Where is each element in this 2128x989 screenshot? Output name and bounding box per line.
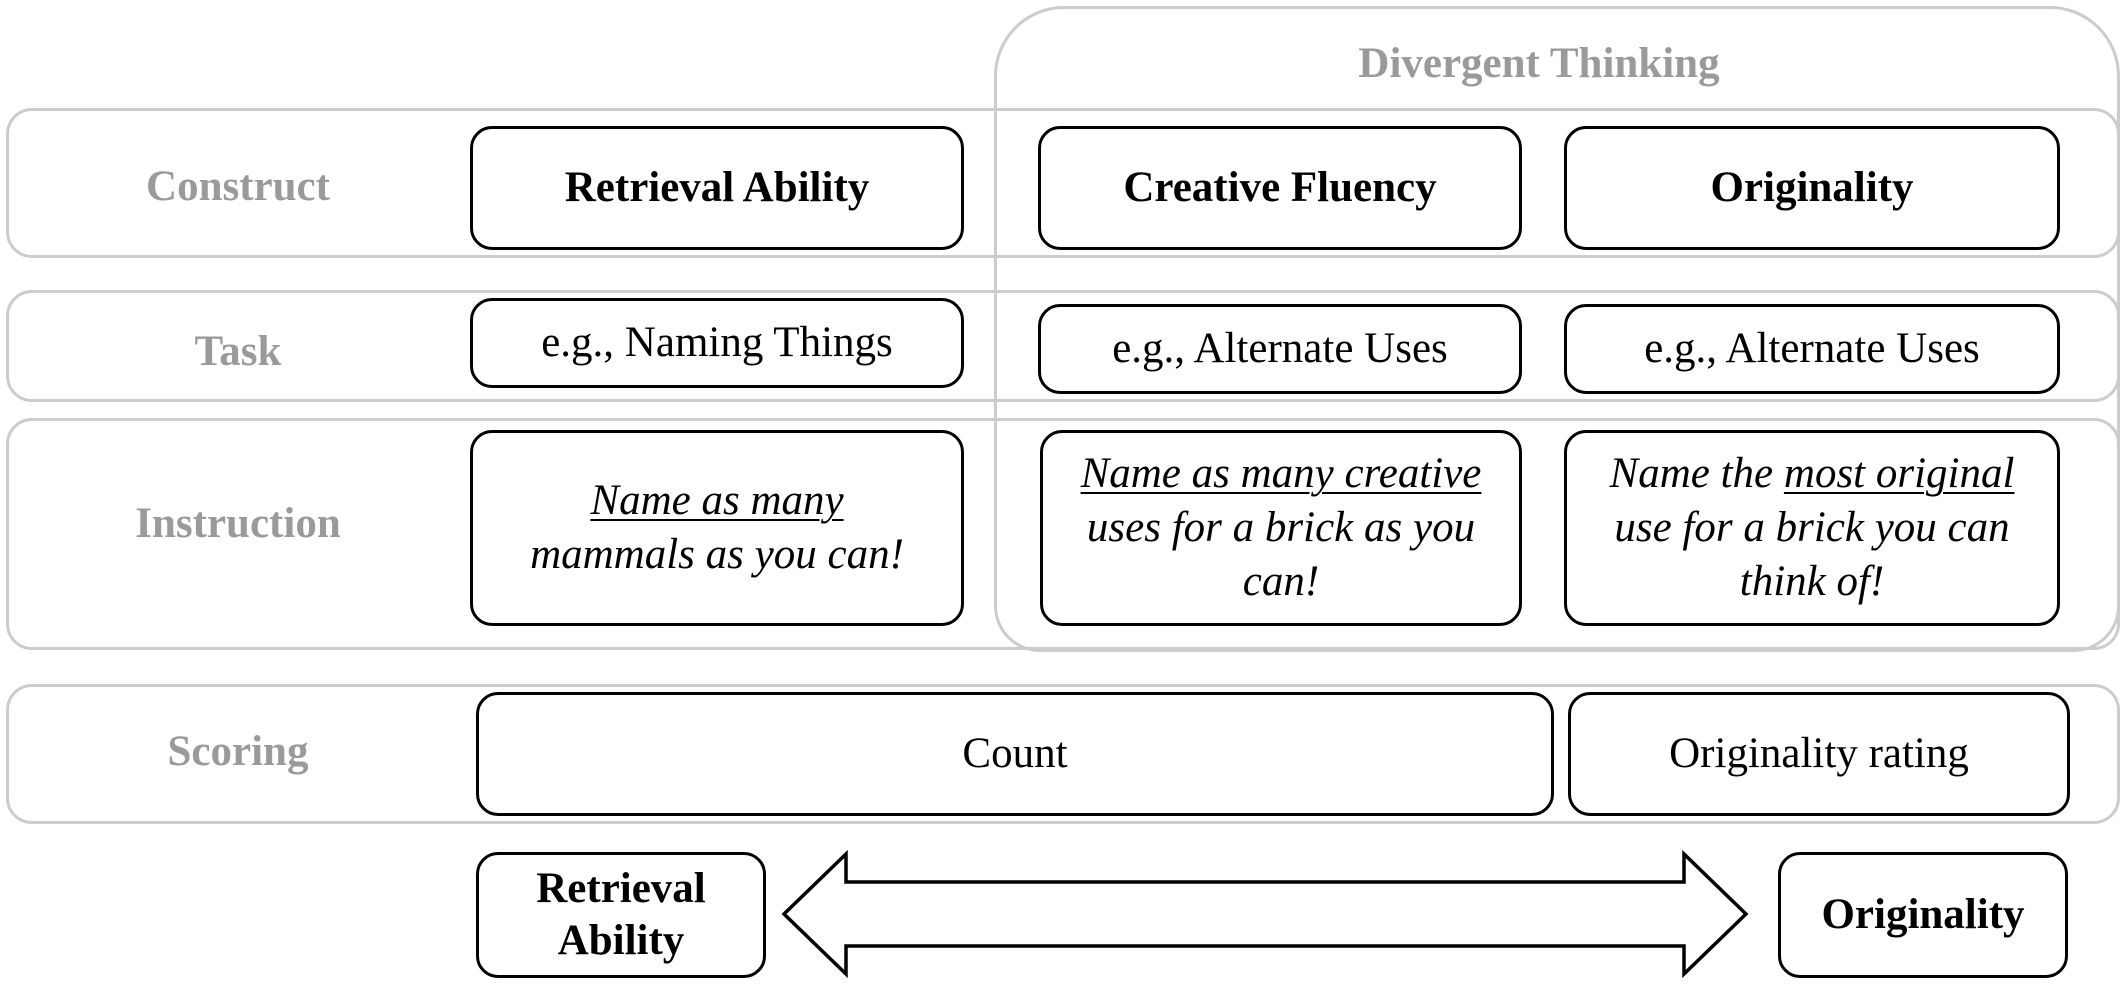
scoring-originality-rating-box: Originality rating xyxy=(1568,692,2070,816)
instruction-retrieval-underlined: Name as many xyxy=(590,477,844,525)
scoring-label: Scoring xyxy=(167,728,309,775)
task-naming-things-box: e.g., Naming Things xyxy=(470,298,964,388)
instruction-retrieval-rest: mammals as you can! xyxy=(530,531,904,578)
instruction-fluency-underlined: Name as many creative xyxy=(1080,450,1482,498)
task-label: Task xyxy=(194,328,282,375)
instruction-originality-box: Name the most original use for a brick y… xyxy=(1564,430,2060,626)
continuum-retrieval-ability-text: Retrieval Ability xyxy=(536,865,706,964)
instruction-originality-text: Name the most original use for a brick y… xyxy=(1581,447,2043,608)
instruction-originality-rest: use for a brick you can think of! xyxy=(1614,504,2010,605)
double-arrow-icon xyxy=(781,850,1749,978)
task-alternate-uses-fluency-box: e.g., Alternate Uses xyxy=(1038,304,1522,394)
task-naming-things-text: e.g., Naming Things xyxy=(541,319,893,367)
construct-creative-fluency-box: Creative Fluency xyxy=(1038,126,1522,250)
task-alternate-uses-originality-box: e.g., Alternate Uses xyxy=(1564,304,2060,394)
construct-row xyxy=(6,108,2120,258)
construct-creative-fluency-text: Creative Fluency xyxy=(1123,164,1437,212)
instruction-fluency-text: Name as many creative uses for a brick a… xyxy=(1057,447,1505,608)
instruction-row xyxy=(6,418,2120,650)
scoring-count-text: Count xyxy=(962,730,1068,778)
task-alternate-uses-fluency-text: e.g., Alternate Uses xyxy=(1112,325,1448,373)
construct-retrieval-ability-text: Retrieval Ability xyxy=(564,164,870,212)
instruction-retrieval-box: Name as many mammals as you can! xyxy=(470,430,964,626)
task-alternate-uses-originality-text: e.g., Alternate Uses xyxy=(1644,325,1980,373)
continuum-retrieval-ability-box: Retrieval Ability xyxy=(476,852,766,978)
construct-label: Construct xyxy=(146,163,330,210)
scoring-count-box: Count xyxy=(476,692,1554,816)
scoring-row xyxy=(6,684,2120,824)
task-row xyxy=(6,290,2120,402)
construct-retrieval-ability-box: Retrieval Ability xyxy=(470,126,964,250)
instruction-retrieval-text: Name as many mammals as you can! xyxy=(530,474,904,582)
instruction-fluency-rest: uses for a brick as you can! xyxy=(1086,504,1476,605)
instruction-originality-underlined: most original xyxy=(1783,450,2015,498)
instruction-originality-lead: Name the xyxy=(1609,450,1774,498)
continuum-originality-box: Originality xyxy=(1778,852,2068,978)
instruction-label: Instruction xyxy=(135,500,341,547)
divergent-thinking-title: Divergent Thinking xyxy=(1358,40,1720,87)
construct-originality-text: Originality xyxy=(1710,164,1914,212)
continuum-originality-text: Originality xyxy=(1821,891,2025,939)
scoring-originality-rating-text: Originality rating xyxy=(1669,730,1969,778)
construct-originality-box: Originality xyxy=(1564,126,2060,250)
instruction-fluency-box: Name as many creative uses for a brick a… xyxy=(1040,430,1522,626)
